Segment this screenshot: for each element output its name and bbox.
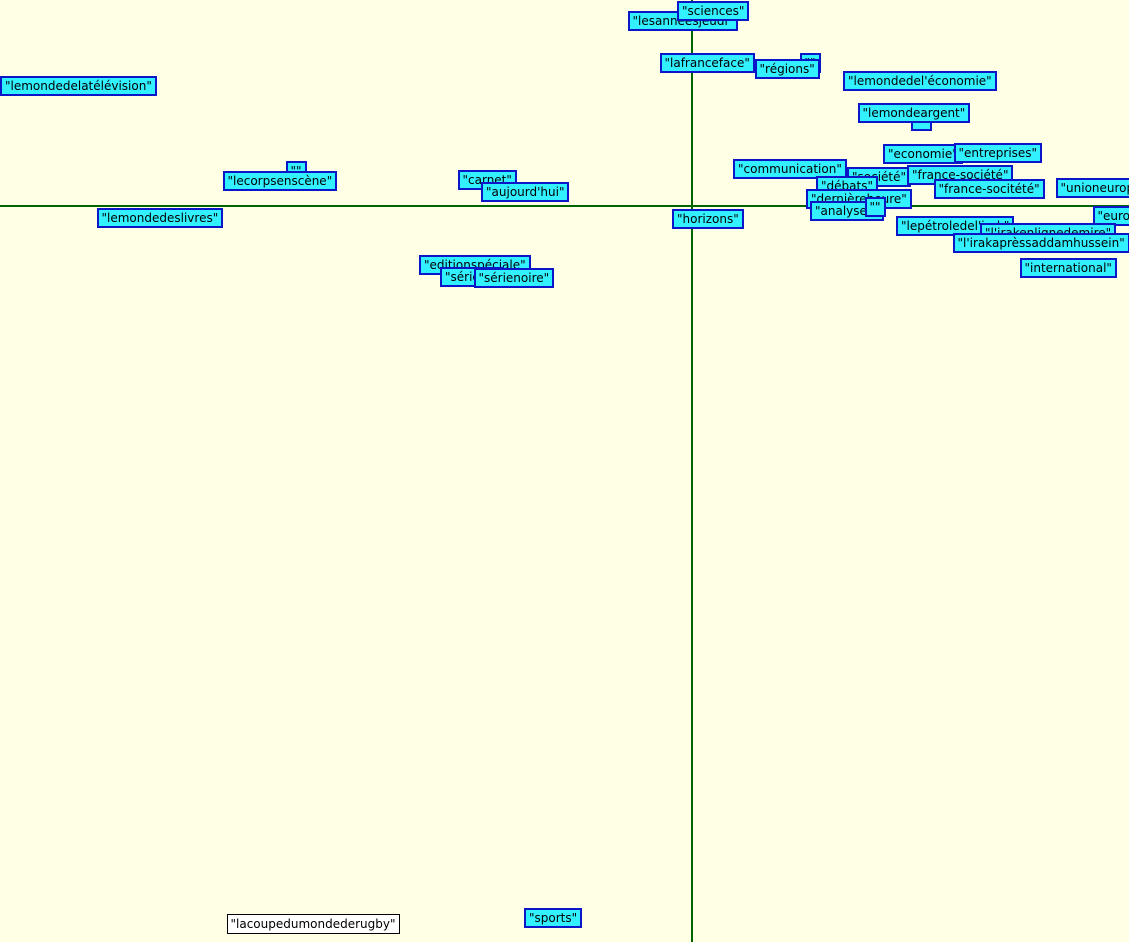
point-label: "lacoupedumondederugby" [226, 914, 400, 934]
point-label: "sciences" [677, 1, 750, 21]
point-label: "europe" [1092, 206, 1129, 226]
point-label: "lemondedeslivres" [96, 208, 224, 228]
point-label: "lafranceface" [659, 53, 755, 73]
point-label: "lemondeargent" [857, 103, 971, 123]
y-axis-line [691, 0, 693, 942]
point-label: "lemondedel'économie" [843, 71, 997, 91]
point-label: "communication" [733, 159, 847, 179]
point-label: "horizons" [672, 209, 744, 229]
point-label: "régions" [754, 59, 820, 79]
point-label: "l'irakaprèssaddamhussein" [952, 233, 1129, 253]
point-label: "economie" [883, 144, 963, 164]
point-label: "aujourd'hui" [481, 182, 570, 202]
point-label: "sports" [524, 908, 583, 928]
x-axis-line [0, 205, 1129, 207]
point-label: "lecorpsenscène" [222, 171, 338, 191]
point-label: "unioneuropéenne" [1055, 178, 1129, 198]
point-label: "entreprises" [953, 143, 1043, 163]
point-label: "international" [1019, 258, 1117, 278]
point-label: "sérienoire" [473, 268, 555, 288]
point-label: "" [864, 197, 886, 217]
point-label: "lemondedelatélévision" [0, 76, 157, 96]
point-label: "france-socitété" [933, 179, 1045, 199]
